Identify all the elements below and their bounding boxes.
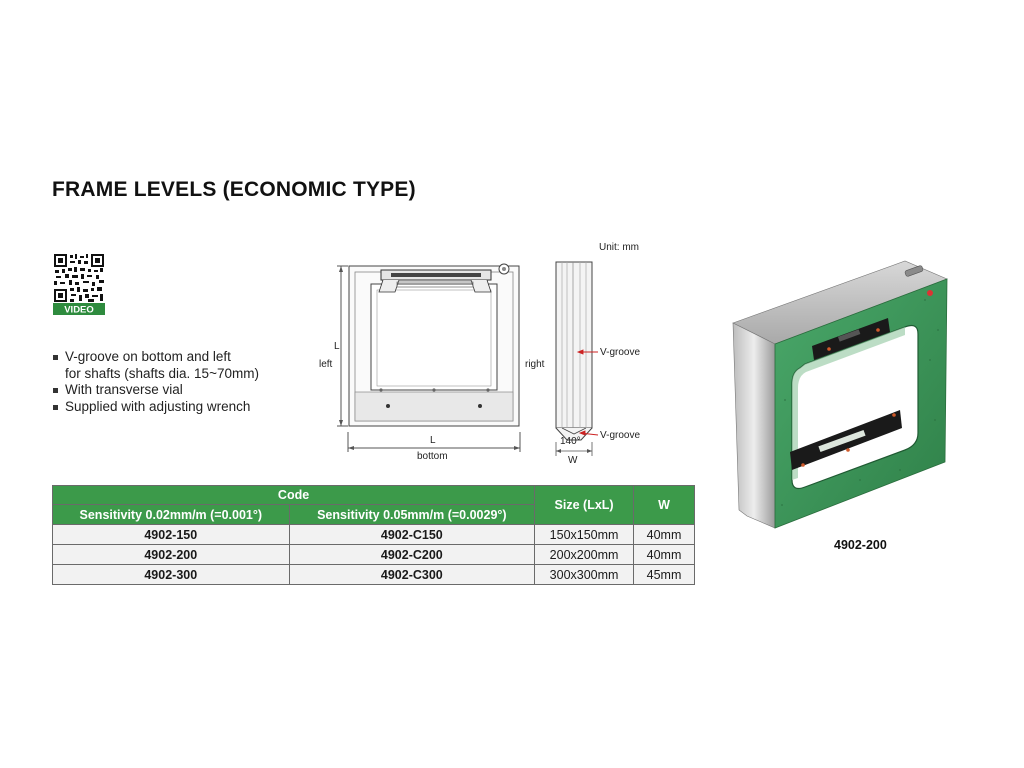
page-title: FRAME LEVELS (ECONOMIC TYPE) (52, 178, 416, 201)
feature-item: V-groove on bottom and left (52, 349, 259, 366)
front-view (348, 263, 520, 427)
code-cell: 4902-C150 (288, 524, 536, 545)
dim-horizontal-label: L (430, 435, 436, 446)
header-w: W (633, 485, 695, 525)
vgroove-side-label: V-groove (600, 347, 641, 358)
code-cell: 4902-150 (52, 524, 290, 545)
size-cell: 200x200mm (534, 544, 635, 565)
product-image (732, 260, 948, 529)
w-cell: 40mm (633, 524, 695, 545)
code-cell: 4902-C300 (288, 564, 536, 585)
technical-drawing (337, 261, 599, 456)
qr-code-icon[interactable]: VIDEO (53, 253, 105, 315)
feature-item: Supplied with adjusting wrench (52, 399, 259, 416)
product-caption: 4902-200 (834, 538, 887, 552)
feature-item-continuation: for shafts (shafts dia. 15~70mm) (65, 365, 259, 381)
size-cell: 150x150mm (534, 524, 635, 545)
left-label: left (319, 359, 333, 370)
header-code: Code (51, 485, 536, 505)
header-size: Size (LxL) (534, 485, 635, 525)
code-cell: 4902-C200 (288, 544, 536, 565)
spec-table: Code Size (LxL) W Sensitivity 0.02mm/m (… (51, 485, 695, 585)
header-sensitivity-002: Sensitivity 0.02mm/m (=0.001°) (52, 504, 290, 525)
width-label: W (568, 455, 578, 466)
table-row: 4902-150 4902-C150 150x150mm 40mm (52, 524, 695, 545)
table-row: 4902-200 4902-C200 200x200mm 40mm (52, 544, 695, 565)
feature-item: With transverse vial (52, 382, 259, 399)
header-sensitivity-005: Sensitivity 0.05mm/m (=0.0029°) (288, 504, 536, 525)
right-label: right (525, 359, 545, 370)
side-view (555, 261, 593, 456)
feature-list: V-groove on bottom and left for shafts (… (52, 349, 259, 415)
table-row: 4902-300 4902-C300 300x300mm 45mm (52, 564, 695, 585)
vgroove-bottom-label: V-groove (600, 430, 641, 441)
w-cell: 45mm (633, 564, 695, 585)
code-cell: 4902-300 (52, 564, 290, 585)
w-cell: 40mm (633, 544, 695, 565)
qr-video-badge: VIDEO (64, 305, 94, 316)
unit-label: Unit: mm (599, 242, 639, 253)
bottom-label: bottom (417, 451, 448, 462)
dim-vertical-label: L (334, 341, 340, 352)
code-cell: 4902-200 (52, 544, 290, 565)
size-cell: 300x300mm (534, 564, 635, 585)
angle-label: 140° (560, 436, 581, 447)
